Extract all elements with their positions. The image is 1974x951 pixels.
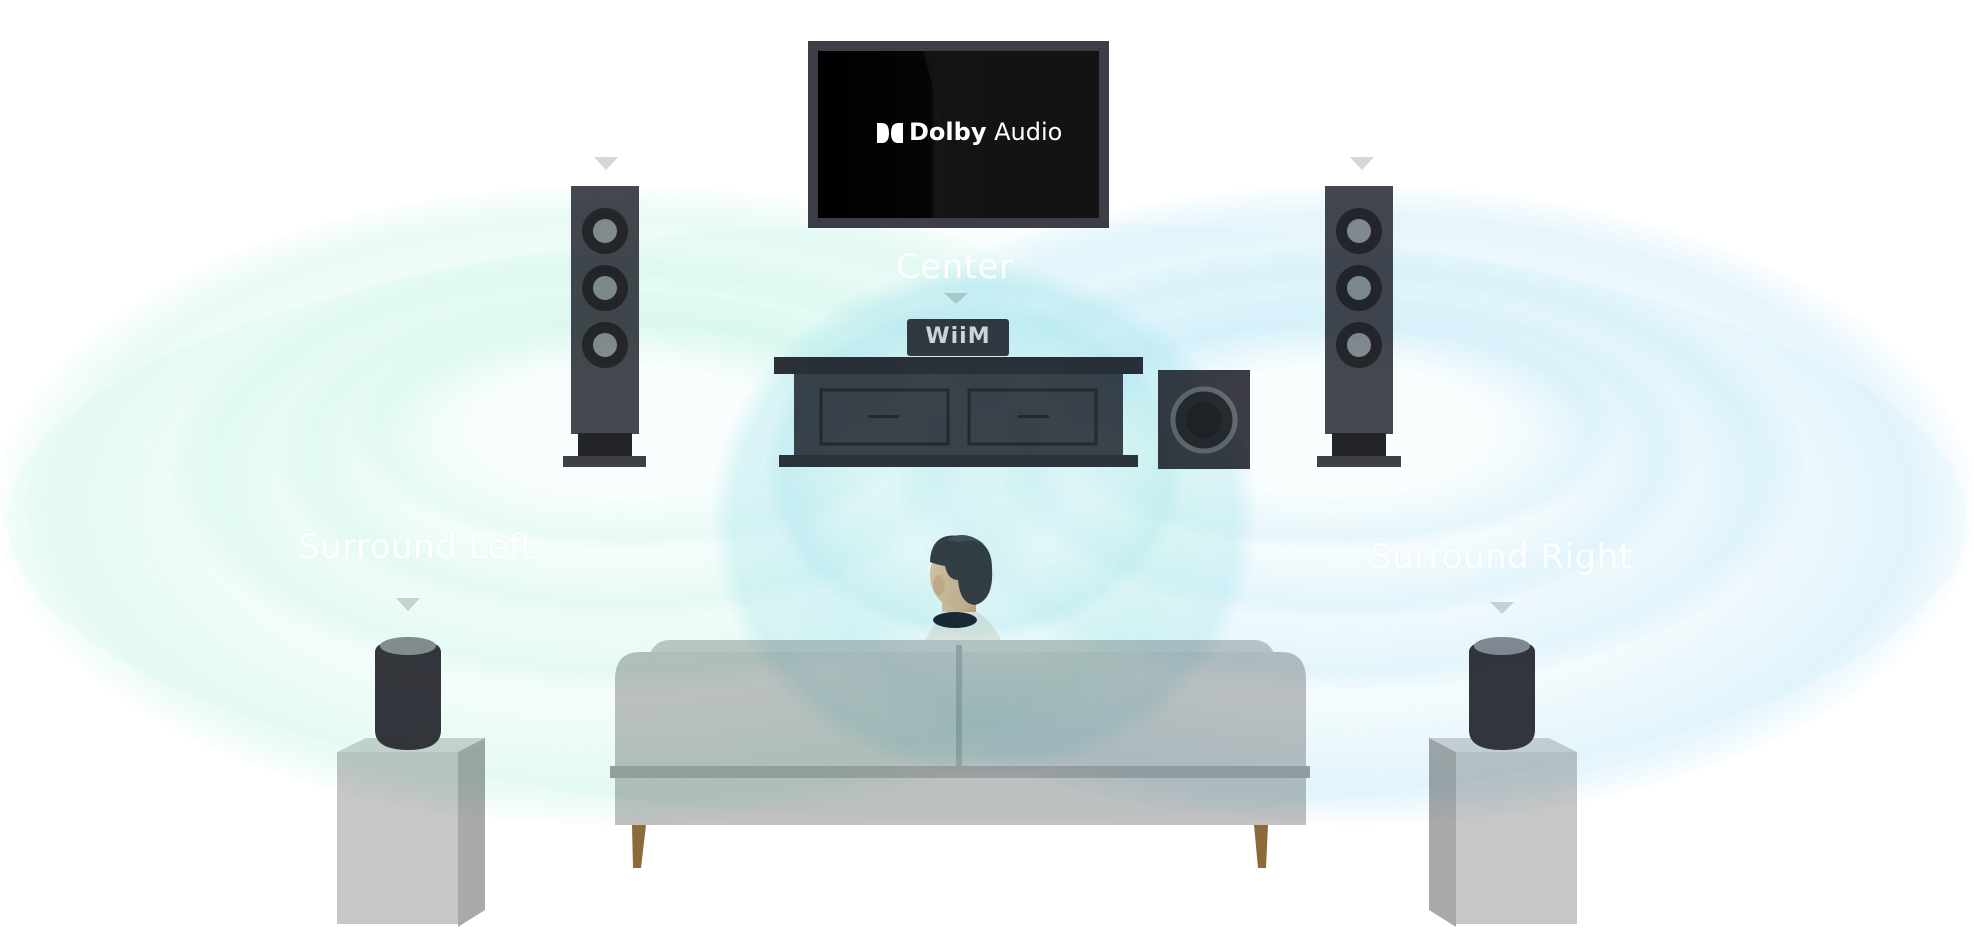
television [808, 41, 1109, 228]
dolby-double-d-icon [877, 123, 903, 143]
dolby-brand-regular: Audio [994, 118, 1063, 146]
surround-right-label: Surround Right [1370, 537, 1633, 577]
placement-marker-icon [1350, 157, 1374, 170]
dolby-brand-bold: Dolby [909, 118, 987, 146]
surround-left-label: Surround Left [298, 527, 535, 567]
center-label: Center [896, 247, 1014, 287]
wiim-logo: WiiM [925, 324, 991, 349]
placement-marker-icon [594, 157, 618, 170]
sound-waves [0, 185, 1974, 825]
dolby-audio-logo: Dolby Audio [877, 118, 1062, 146]
